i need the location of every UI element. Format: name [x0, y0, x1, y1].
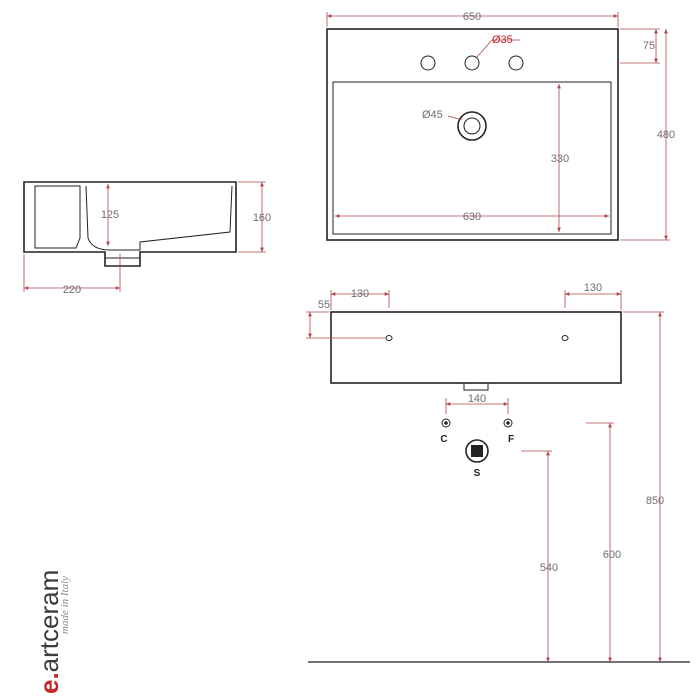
- top-view: 650 Ø35 75 480 Ø45 330 630: [326, 11, 675, 241]
- front-view: 130 130 55 850 140 C F S 600: [306, 282, 690, 663]
- tap-hole-left-icon: [420, 55, 436, 71]
- cold-water-label: C: [440, 434, 447, 445]
- waste-height-label: 540: [540, 562, 558, 574]
- left-fixing-distance-label: 130: [351, 288, 369, 300]
- tap-hole-right-icon: [508, 55, 524, 71]
- waste-outlet-icon: [465, 439, 489, 463]
- water-spacing-label: 140: [468, 393, 486, 405]
- top-width-label: 650: [463, 11, 481, 23]
- cold-water-icon: [441, 418, 451, 428]
- hot-water-label: F: [508, 434, 514, 445]
- waste-outlet-label: S: [474, 468, 481, 479]
- brand-name: artceram: [34, 570, 64, 673]
- top-depth-label: 480: [657, 129, 675, 141]
- fixing-hole-left-icon: [385, 335, 393, 341]
- fixing-height-label: 55: [318, 299, 330, 311]
- drain-inner-icon: [463, 117, 481, 135]
- brand-prefix: e.: [34, 672, 64, 694]
- fixing-hole-right-icon: [561, 335, 569, 341]
- side-height-label: 160: [253, 212, 271, 224]
- side-view: 220 160 125: [23, 181, 271, 296]
- side-view-bowl: [34, 185, 81, 249]
- brand-tagline: made in Italy: [59, 576, 71, 634]
- top-bowl-width-label: 630: [463, 211, 481, 223]
- side-bowl-depth-label: 125: [101, 209, 119, 221]
- top-view-bowl: [332, 81, 612, 235]
- front-drain-outlet: [463, 382, 489, 391]
- brand-logo: e.artceram made in Italy: [34, 570, 71, 694]
- water-height-label: 600: [603, 549, 621, 561]
- top-bowl-depth-label: 330: [551, 153, 569, 165]
- svg-text:e.artceram: e.artceram: [34, 570, 64, 694]
- drain-diameter-label: Ø45: [422, 109, 443, 121]
- tap-offset-label: 75: [643, 40, 655, 52]
- tap-hole-center-icon: [464, 55, 480, 71]
- side-depth-label: 220: [63, 284, 81, 296]
- top-view-outline: [326, 28, 619, 241]
- right-fixing-distance-label: 130: [584, 282, 602, 294]
- tap-hole-diameter-label: Ø35: [492, 34, 513, 46]
- side-view-bowl-inner: [85, 185, 233, 251]
- front-view-outline: [330, 311, 622, 384]
- hot-water-icon: [503, 418, 513, 428]
- drain-outer-icon: [457, 111, 487, 141]
- total-height-label: 850: [646, 495, 664, 507]
- side-view-outline: [23, 181, 237, 267]
